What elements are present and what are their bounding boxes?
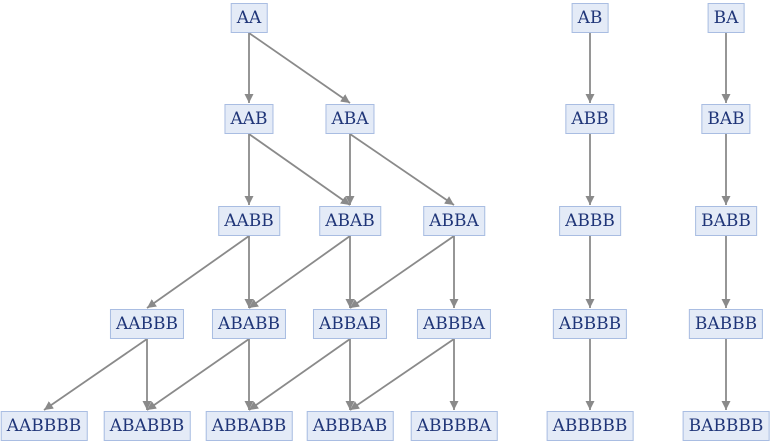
node-ABABB: ABABB: [211, 309, 287, 339]
node-AABB: AABB: [218, 206, 280, 236]
node-ABA: ABA: [325, 104, 375, 134]
node-AAB: AAB: [224, 104, 274, 134]
node-ABBBBB: ABBBBB: [546, 411, 634, 441]
edge-ABBAB-to-ABBABB: [248, 338, 351, 411]
node-ABBAB: ABBAB: [312, 309, 388, 339]
edge-AA-to-ABA: [248, 32, 351, 104]
node-AABBB: AABBB: [109, 309, 185, 339]
node-ABB: ABB: [565, 104, 615, 134]
edge-ABBBA-to-ABBBAB: [349, 338, 455, 411]
edge-ABAB-to-ABABB: [248, 235, 351, 309]
edge-ABBA-to-ABBAB: [349, 235, 455, 309]
node-ABBBAB: ABBBAB: [306, 411, 394, 441]
node-ABBA: ABBA: [423, 206, 485, 236]
node-AA: AA: [230, 3, 268, 33]
node-BABBBB: BABBBB: [682, 411, 770, 441]
node-BABBB: BABBB: [688, 309, 764, 339]
node-BA: BA: [707, 3, 745, 33]
node-ABBB: ABBB: [559, 206, 621, 236]
node-AABBBB: AABBBB: [0, 411, 88, 441]
node-ABABBB: ABABBB: [103, 411, 191, 441]
node-ABBBB: ABBBB: [552, 309, 628, 339]
node-ABBBBA: ABBBBA: [410, 411, 498, 441]
node-AB: AB: [571, 3, 609, 33]
edge-ABA-to-ABBA: [349, 133, 455, 206]
edge-AABBB-to-AABBBB: [43, 338, 148, 411]
node-ABAB: ABAB: [319, 206, 381, 236]
edge-AAB-to-ABAB: [248, 133, 351, 206]
node-BAB: BAB: [701, 104, 751, 134]
edge-AABB-to-AABBB: [146, 235, 250, 309]
edge-ABABB-to-ABABBB: [146, 338, 250, 411]
node-BABB: BABB: [695, 206, 757, 236]
node-ABBABB: ABBABB: [205, 411, 293, 441]
node-ABBBA: ABBBA: [416, 309, 492, 339]
